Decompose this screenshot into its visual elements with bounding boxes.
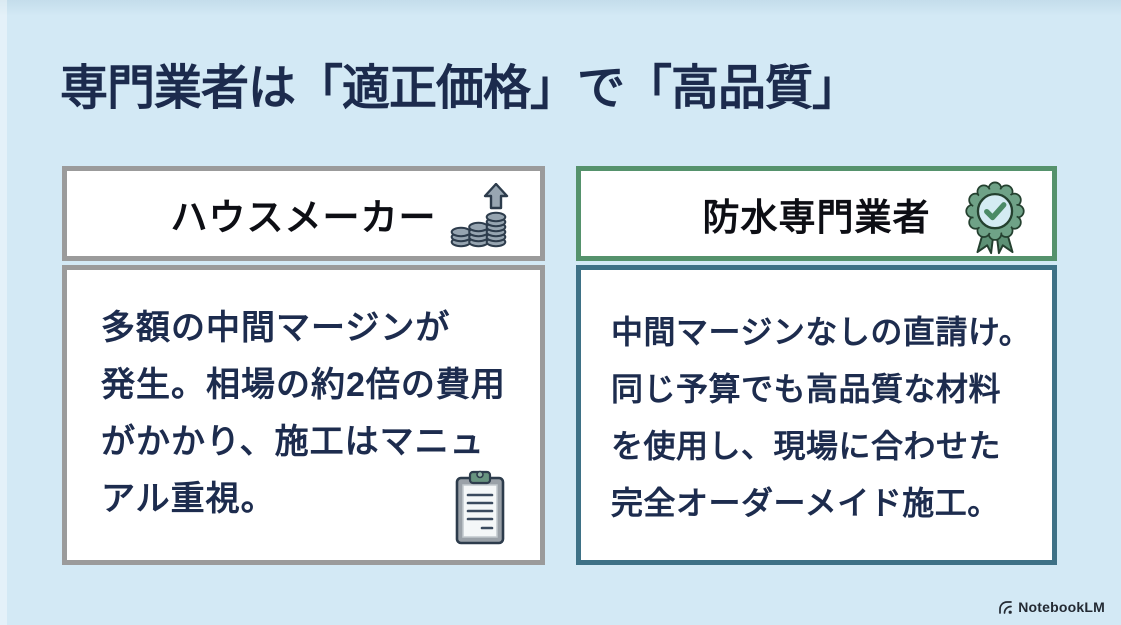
body-line: がかかり、施工はマニュ [101,423,485,461]
body-line: 完全オーダーメイド施工。 [611,485,1000,521]
footer-brand: NotebookLM [998,599,1105,615]
house-maker-body: 多額の中間マージンが 発生。相場の約2倍の費用 がかかり、施工はマニュ アル重視… [62,265,545,565]
body-line: 多額の中間マージンが [101,309,451,347]
body-line: アル重視。 [101,480,276,518]
body-line: 発生。相場の約2倍の費用 [101,366,506,404]
body-line: 中間マージンなしの直請け。 [611,314,1032,350]
waterproof-specialist-body: 中間マージンなしの直請け。 同じ予算でも高品質な材料 を使用し、現場に合わせた … [576,265,1057,565]
award-badge-icon [965,181,1025,255]
house-maker-label: ハウスメーカー [170,196,437,238]
waterproof-specialist-header: 防水専門業者 [576,166,1057,261]
clipboard-icon [455,470,505,545]
rising-coins-icon [450,183,509,248]
body-line: 同じ予算でも高品質な材料 [611,371,1002,407]
body-line: を使用し、現場に合わせた [611,428,1002,464]
house-maker-header: ハウスメーカー [62,166,545,261]
left-edge-highlight [0,0,7,625]
waterproof-specialist-description: 中間マージンなしの直請け。 同じ予算でも高品質な材料 を使用し、現場に合わせた … [581,270,1052,532]
notebooklm-wordmark: NotebookLM [1018,599,1105,615]
waterproof-specialist-label: 防水専門業者 [702,196,931,238]
page-title: 専門業者は「適正価格」で「高品質」 [60,62,860,115]
notebooklm-logo-icon [999,600,1013,614]
house-maker-description: 多額の中間マージンが 発生。相場の約2倍の費用 がかかり、施工はマニュ アル重視… [67,270,540,528]
